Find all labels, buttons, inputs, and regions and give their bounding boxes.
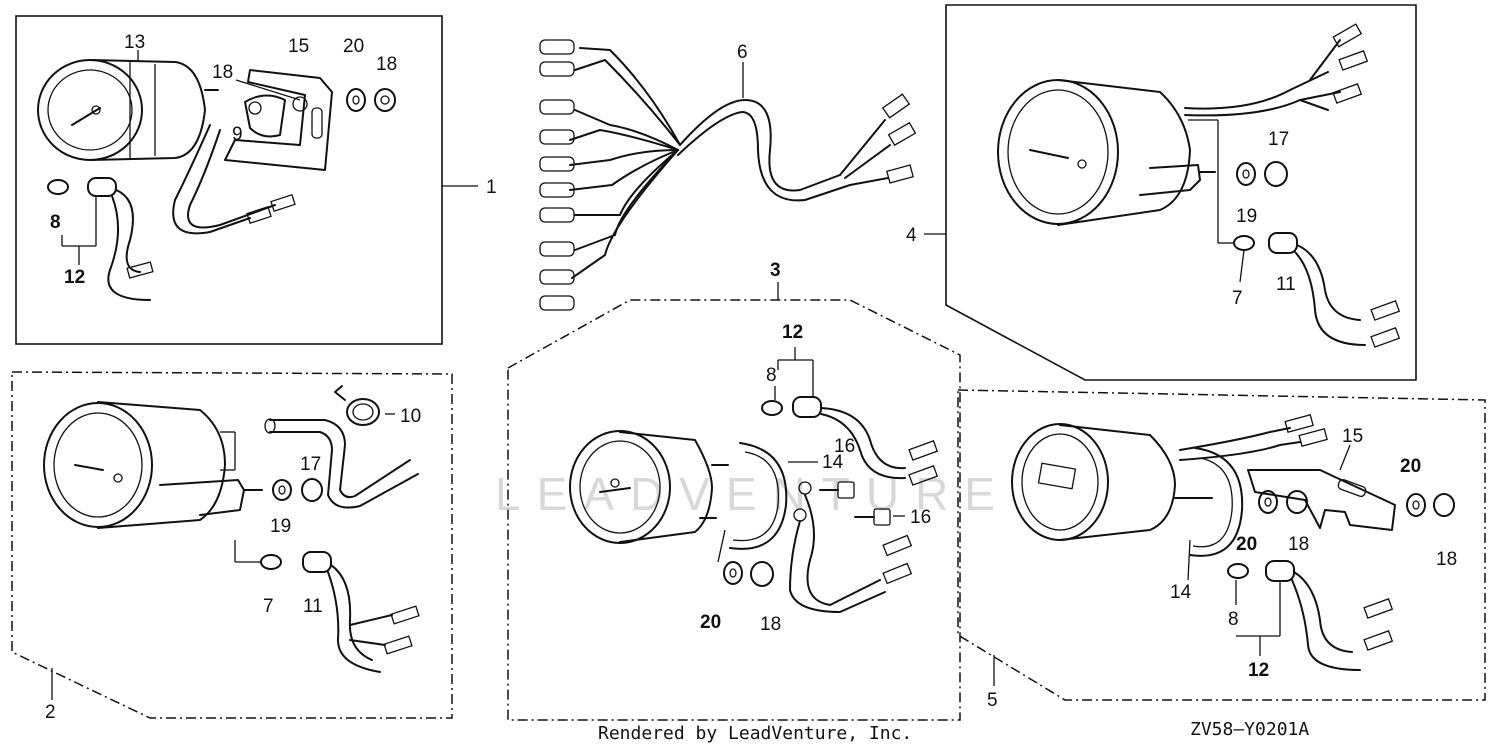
footer-credit: Rendered by LeadVenture, Inc. [598,723,912,744]
callout-12: 12 [64,267,85,288]
callout-18: 18 [376,54,397,75]
callout-18: 18 [760,614,781,635]
hose-icon [264,418,419,509]
callout-18: 18 [1288,534,1309,555]
callout-19: 19 [1236,206,1257,227]
washer-icon [1236,162,1256,186]
callout-20: 20 [700,612,721,633]
panel-1-meter-assembly: 13 15 20 18 18 9 8 12 1 [15,15,497,345]
nut-icon [301,478,323,502]
callout-12: 12 [1248,660,1269,681]
callout-11: 11 [303,596,323,617]
panel-3-frame [507,299,961,721]
bracket-icon [224,69,333,171]
diagram-code: ZV58—Y0201A [1190,719,1309,740]
bolt-icon [793,481,891,526]
callout-19: 19 [270,516,291,537]
clamp-icon [244,94,308,138]
callout-8: 8 [50,212,61,233]
watermark-text: LEADVENTURE [495,468,1011,520]
reference-1: 1 [486,177,497,198]
reference-3: 3 [770,260,781,281]
callout-16: 16 [834,436,855,457]
washer-icon [346,88,366,112]
callout-8: 8 [766,365,777,386]
bulb-socket-icon [47,177,154,301]
nut-icon [1286,490,1308,514]
callout-13: 13 [124,32,145,53]
callout-17: 17 [1268,129,1289,150]
speedometer-gauge-icon [1011,423,1213,541]
speedometer-gauge-icon [43,401,263,529]
callout-9: 9 [232,124,243,145]
callout-12: 12 [782,322,803,343]
panel-1-frame [15,15,443,345]
bulb-socket-icon [1227,560,1394,671]
washer-icon [272,479,292,501]
callout-11: 11 [1276,274,1296,295]
washer-icon [1258,490,1278,514]
callout-10: 10 [400,406,421,427]
panel-4-meter-assembly: 17 19 7 11 4 [906,4,1417,381]
clamp-icon [334,385,380,426]
panel-2-frame [11,371,453,719]
panel-4-frame [945,4,1417,381]
callout-18: 18 [212,62,233,83]
nut-icon [1433,493,1455,517]
callout-20: 20 [343,36,364,57]
panel-2-meter-assembly: 10 17 19 7 11 2 [11,371,453,723]
speedometer-gauge-icon [37,59,219,161]
callout-14: 14 [822,452,844,473]
callout-14: 14 [1170,582,1192,603]
reference-4: 4 [906,225,917,246]
washer-icon [723,561,743,585]
bulb-socket-icon [260,551,420,673]
nut-icon [1264,161,1288,187]
speedometer-gauge-icon [997,79,1216,226]
callout-15: 15 [1342,426,1363,447]
nut-icon [374,88,396,112]
callout-20: 20 [1236,534,1257,555]
callout-18: 18 [1436,549,1457,570]
callout-6: 6 [737,42,748,63]
callout-16: 16 [910,507,931,528]
bulb-socket-icon [761,396,939,486]
callout-15: 15 [288,36,309,57]
reference-2: 2 [45,702,56,723]
speedometer-gauge-icon [569,430,729,544]
callout-8: 8 [1228,609,1239,630]
panel-5-meter-assembly: 15 20 18 20 18 14 8 12 5 [957,389,1486,711]
panel-3-meter-assembly: 12 8 14 16 16 20 18 3 [507,260,961,721]
callout-7: 7 [263,596,274,617]
callout-17: 17 [300,454,321,475]
bulb-socket-icon [1233,232,1401,348]
wire-harness-icon: 6 [539,39,917,311]
washer-icon [1406,493,1426,517]
reference-5: 5 [987,690,998,711]
callout-7: 7 [1232,288,1243,309]
callout-20: 20 [1400,456,1421,477]
nut-icon [750,561,774,587]
panel-5-frame [957,389,1486,701]
